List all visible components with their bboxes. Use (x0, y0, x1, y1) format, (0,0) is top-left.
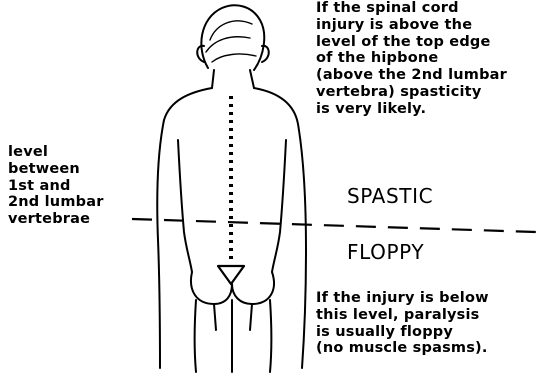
hair-strands (206, 21, 256, 62)
torso-left (178, 140, 192, 272)
sacrum-triangle (218, 266, 244, 284)
vertebrae-level-label: level between 1st and 2nd lumbar vertebr… (8, 144, 133, 228)
upper-injury-note: If the spinal cord injury is above the l… (316, 0, 540, 118)
spastic-zone-label: SPASTIC (347, 188, 433, 205)
spine-dots (229, 96, 233, 259)
neck-outline (212, 70, 254, 88)
level-dashed-line (132, 219, 536, 232)
left-leg (195, 300, 217, 372)
floppy-zone-label: FLOPPY (347, 244, 424, 261)
torso-right (272, 140, 286, 272)
right-leg (250, 300, 272, 372)
lower-injury-note: If the injury is below this level, paral… (316, 290, 540, 357)
